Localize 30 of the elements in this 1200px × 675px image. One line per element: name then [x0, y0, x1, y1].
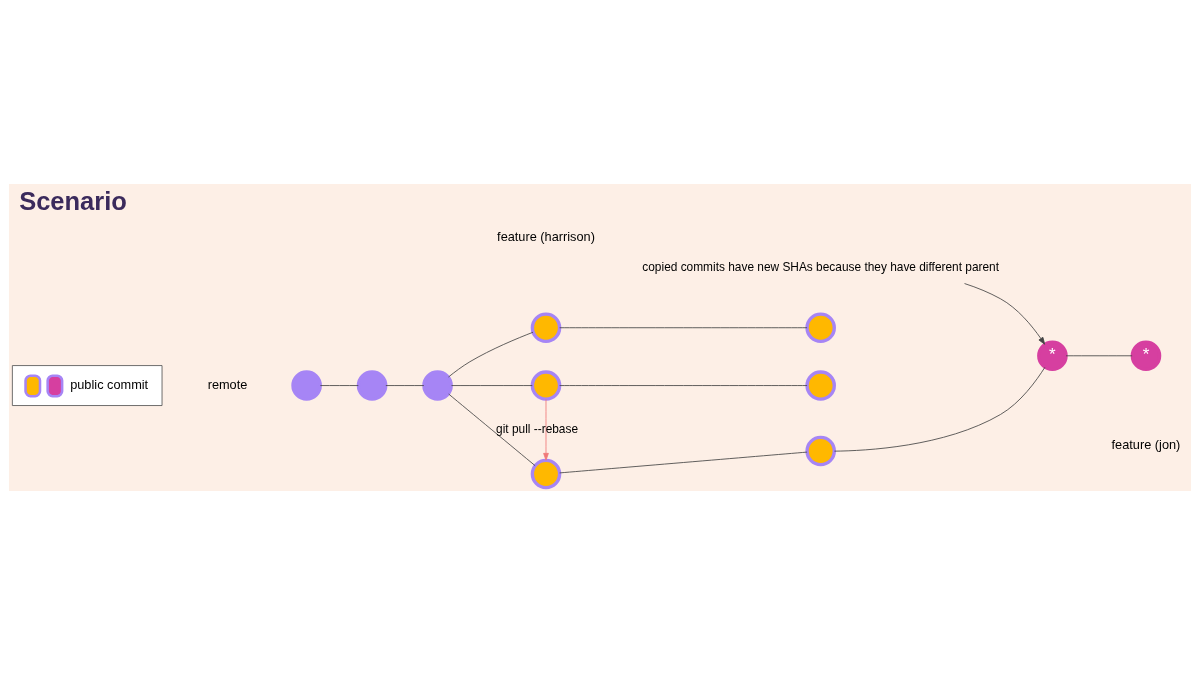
legend-label: public commit: [70, 376, 149, 392]
connector: [1065, 355, 1133, 357]
label: feature (jon): [1111, 436, 1181, 452]
node-circle: [530, 458, 562, 490]
connector: [448, 393, 536, 467]
node-circle: [530, 370, 562, 401]
node-circle: [291, 370, 322, 401]
connector: [385, 385, 425, 386]
connector: [834, 366, 1046, 452]
connector: [451, 385, 533, 386]
connector: [559, 451, 808, 474]
arrow: [543, 398, 549, 461]
node-circle: [356, 370, 388, 401]
diagram-title: Scenario: [19, 187, 127, 216]
arrow: [964, 283, 1046, 345]
node-text: copied commits have new SHAs because they have different parent: [642, 260, 1000, 275]
node-circle: [805, 312, 836, 344]
node-circle: [422, 370, 453, 401]
node-circle: [805, 435, 836, 467]
edge-label: git pull --rebase: [496, 421, 579, 436]
node-circle: *: [1037, 340, 1068, 372]
node-circle: [805, 370, 836, 401]
connector: [559, 327, 808, 329]
label: remote: [207, 376, 248, 392]
label: feature (harrison): [497, 228, 595, 244]
connector: [319, 385, 359, 386]
node-circle: *: [1130, 340, 1162, 372]
connector: [559, 385, 808, 386]
connector: [448, 331, 534, 378]
node-circle: [530, 312, 562, 344]
